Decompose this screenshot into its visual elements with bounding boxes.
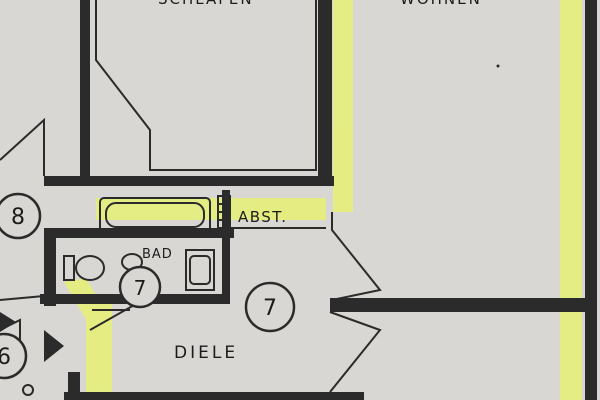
label-abst: ABST. [238,208,287,226]
wall-abst-divider [222,190,230,300]
label-wohnen: WOHNEN [400,0,482,8]
bathtub-inner [105,202,205,228]
washbasin-inner [189,255,211,285]
room-number-left: 8 [11,205,25,230]
wall-schlafen-bottom [44,176,334,186]
wall-wohnen-bottom [330,298,588,312]
outline-left-stair [0,117,45,176]
room-number-left-bottom: 6 [0,345,11,370]
marker-dot-icon [22,384,34,396]
diele-door-diagonal [89,303,137,331]
wall-center-vertical [318,0,332,186]
toilet-tank [63,255,75,281]
highlight-stroke-right [560,0,582,400]
room-number-markers [0,192,296,380]
stair-arrow-icon [0,312,16,332]
outline-schlafen [95,0,317,171]
label-bad: BAD [142,247,173,262]
wall-bad-left [44,228,56,306]
outline-wohnen-door [331,212,382,301]
direction-arrow-icon [44,330,64,362]
toilet-bowl [75,255,105,281]
room-number-bad: 7 [134,276,147,300]
outline-left-stair-2 [0,295,45,301]
bathtub [99,197,211,233]
label-diele: DIELE [174,343,238,363]
room-number-circle-left-bottom [0,332,28,380]
wall-bottom-edge [64,392,364,400]
room-number-circle-left [0,192,42,240]
wall-schlafen-left [80,0,90,186]
walls [40,0,597,400]
label-schlafen: SCHLAFEN [158,0,254,8]
wohnen-dot [496,64,500,68]
wall-right-vertical [585,0,597,400]
highlight-stroke-wohnen-left [333,0,353,212]
outline-diele-door [329,311,382,393]
room-number-diele: 7 [263,296,277,321]
room-number-circle-diele [244,281,296,333]
room-number-circle-bad [118,265,162,309]
washbasin [185,249,215,291]
